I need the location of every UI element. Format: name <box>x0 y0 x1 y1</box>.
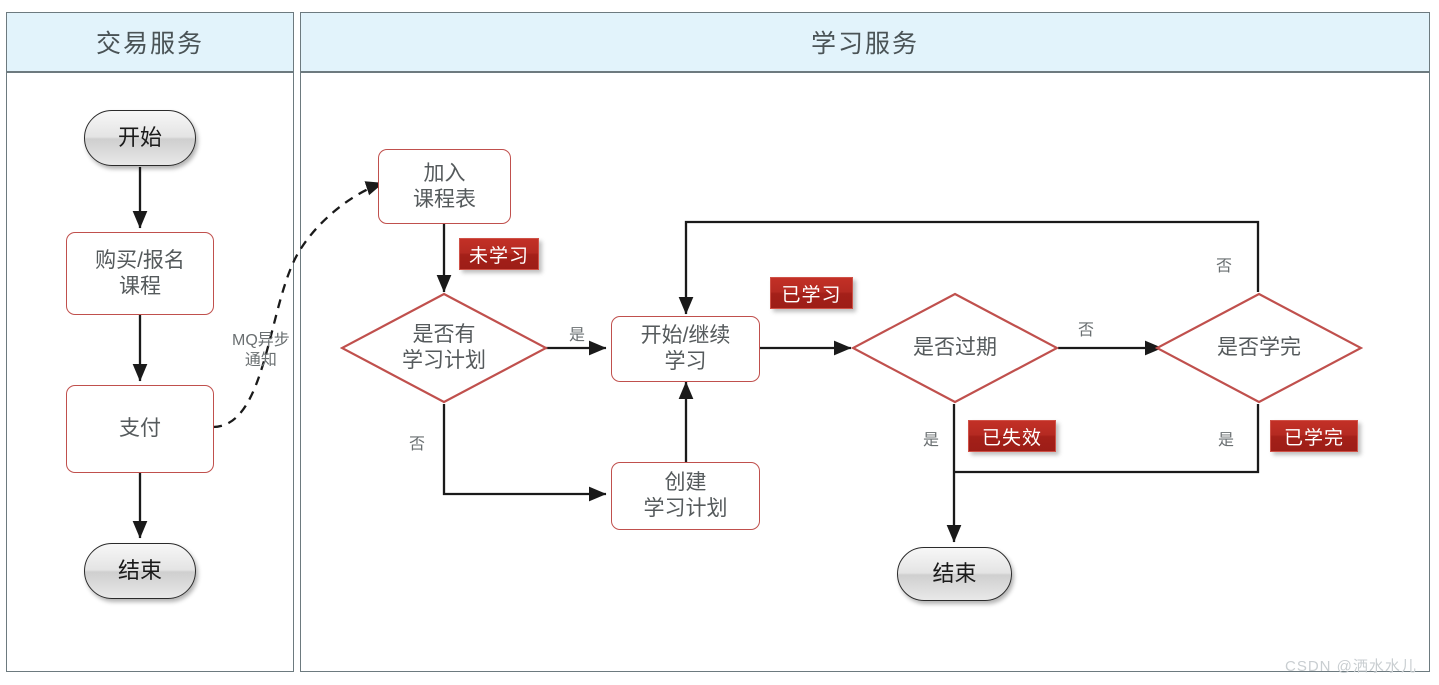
node-create-plan[interactable]: 创建 学习计划 <box>611 462 760 530</box>
node-has-plan-label: 是否有 学习计划 <box>340 292 548 404</box>
edge-label-finished-no: 否 <box>1216 258 1233 275</box>
diamond-shape-has-plan <box>340 292 548 404</box>
csdn-watermark: CSDN @洒水水儿 <box>1285 658 1417 675</box>
badge-studied-label: 已学习 <box>781 284 842 306</box>
node-purchase[interactable]: 购买/报名 课程 <box>66 232 214 315</box>
node-start-continue-line1: 开始/继续 <box>640 324 731 348</box>
node-purchase-label-line2: 课程 <box>119 274 161 298</box>
node-end-right[interactable]: 结束 <box>897 547 1012 601</box>
node-has-plan-line2: 学习计划 <box>402 349 486 372</box>
node-start-continue-line2: 学习 <box>664 350 707 373</box>
diamond-shape-is-expired <box>851 292 1059 404</box>
node-start[interactable]: 开始 <box>84 110 196 166</box>
node-start-label: 开始 <box>117 124 162 150</box>
edge-label-expired-yes: 是 <box>923 432 940 449</box>
node-is-expired[interactable]: 是否过期 <box>851 292 1059 404</box>
badge-not-studied-label: 未学习 <box>468 245 529 267</box>
node-start-continue[interactable]: 开始/继续 学习 <box>611 316 760 382</box>
edge-label-mq-notify: MQ异步 通知 <box>232 331 290 371</box>
node-join-course[interactable]: 加入 课程表 <box>378 149 511 224</box>
lane-title-study: 学习服务 <box>810 30 919 58</box>
node-pay[interactable]: 支付 <box>66 385 214 473</box>
badge-expired-label: 已失效 <box>981 427 1042 449</box>
node-is-expired-label: 是否过期 <box>913 336 997 360</box>
lane-header-trade: 交易服务 <box>6 12 294 72</box>
edge-label-has-plan-no: 否 <box>409 436 426 453</box>
badge-finished: 已学完 <box>1270 420 1358 452</box>
node-create-plan-line2: 学习计划 <box>643 497 728 520</box>
node-has-plan-line1: 是否有 <box>412 323 476 347</box>
lane-title-trade: 交易服务 <box>95 30 204 58</box>
badge-finished-label: 已学完 <box>1283 427 1344 449</box>
node-end-left-label: 结束 <box>117 557 162 583</box>
diamond-shape-is-finished <box>1155 292 1363 404</box>
node-join-course-label-line1: 加入 <box>423 161 466 185</box>
lane-header-study: 学习服务 <box>300 12 1430 72</box>
edge-label-finished-yes: 是 <box>1218 432 1235 449</box>
node-has-plan[interactable]: 是否有 学习计划 <box>340 292 548 404</box>
edge-label-mq-line1: MQ异步 <box>232 332 290 349</box>
node-pay-label: 支付 <box>119 417 161 441</box>
node-end-right-label: 结束 <box>932 560 977 586</box>
node-end-left[interactable]: 结束 <box>84 543 196 599</box>
badge-not-studied: 未学习 <box>459 238 539 270</box>
edge-label-mq-line2: 通知 <box>244 352 277 369</box>
node-create-plan-line1: 创建 <box>664 471 707 495</box>
node-purchase-label-line1: 购买/报名 <box>95 248 185 272</box>
badge-studied: 已学习 <box>770 277 853 309</box>
node-is-finished[interactable]: 是否学完 <box>1155 292 1363 404</box>
node-is-finished-label: 是否学完 <box>1217 336 1301 360</box>
edge-label-expired-no: 否 <box>1078 322 1095 339</box>
edge-label-has-plan-yes: 是 <box>569 327 586 344</box>
node-join-course-label-line2: 课程表 <box>413 187 476 211</box>
badge-expired: 已失效 <box>968 420 1056 452</box>
